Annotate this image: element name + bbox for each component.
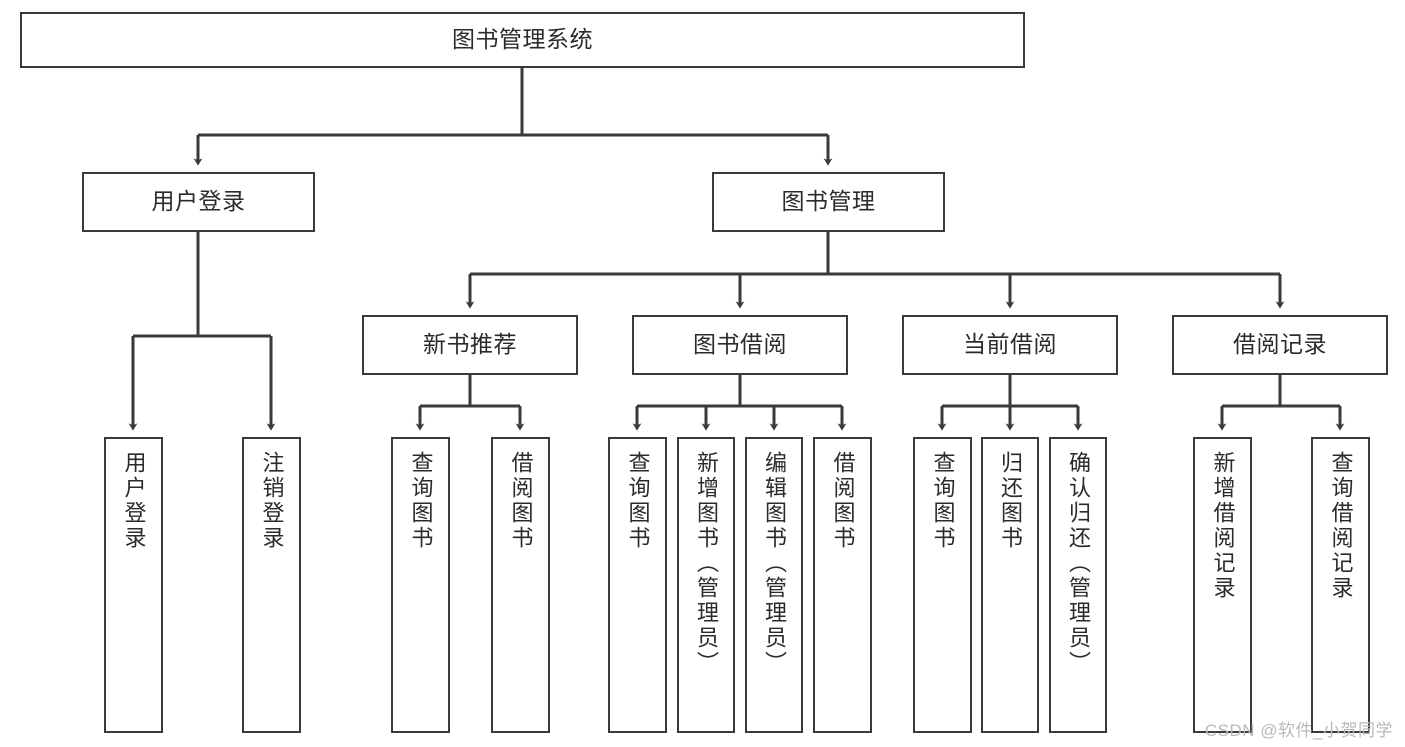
node-leaf-borrow-lend-book[interactable]: 借阅图书 (813, 437, 872, 733)
node-leaf-user-login-label: 用户登录 (121, 451, 147, 551)
node-new-book-recommend[interactable]: 新书推荐 (362, 315, 578, 375)
node-user-login[interactable]: 用户登录 (82, 172, 315, 232)
node-new-book-recommend-label: 新书推荐 (423, 331, 517, 358)
node-leaf-user-login[interactable]: 用户登录 (104, 437, 163, 733)
node-root-label: 图书管理系统 (452, 26, 593, 53)
node-leaf-current-return-book[interactable]: 归还图书 (981, 437, 1039, 733)
node-user-login-label: 用户登录 (151, 188, 246, 215)
node-book-borrow[interactable]: 图书借阅 (632, 315, 848, 375)
node-leaf-borrow-edit-book-label: 编辑图书（管理员） (762, 451, 787, 676)
node-leaf-record-add-label: 新增借阅记录 (1210, 451, 1236, 601)
node-leaf-recommend-query-book[interactable]: 查询图书 (391, 437, 450, 733)
node-leaf-borrow-query-book[interactable]: 查询图书 (608, 437, 667, 733)
node-leaf-borrow-add-book-label: 新增图书（管理员） (694, 451, 719, 676)
node-borrow-record-label: 借阅记录 (1233, 331, 1327, 358)
node-borrow-record[interactable]: 借阅记录 (1172, 315, 1388, 375)
node-leaf-record-search-label: 查询借阅记录 (1328, 451, 1354, 601)
node-leaf-current-return-book-label: 归还图书 (998, 451, 1023, 551)
node-leaf-borrow-edit-book[interactable]: 编辑图书（管理员） (745, 437, 803, 733)
node-leaf-record-add[interactable]: 新增借阅记录 (1193, 437, 1252, 733)
node-current-borrow-label: 当前借阅 (963, 331, 1057, 358)
node-leaf-current-query-book-label: 查询图书 (930, 451, 956, 551)
node-leaf-current-confirm-return[interactable]: 确认归还（管理员） (1049, 437, 1107, 733)
node-current-borrow[interactable]: 当前借阅 (902, 315, 1118, 375)
node-book-manage-label: 图书管理 (781, 188, 876, 215)
node-root[interactable]: 图书管理系统 (20, 12, 1025, 68)
node-book-manage[interactable]: 图书管理 (712, 172, 945, 232)
node-leaf-borrow-lend-book-label: 借阅图书 (830, 451, 856, 551)
node-leaf-recommend-query-book-label: 查询图书 (408, 451, 434, 551)
node-leaf-current-query-book[interactable]: 查询图书 (913, 437, 972, 733)
node-leaf-current-confirm-return-label: 确认归还（管理员） (1066, 451, 1091, 676)
node-leaf-user-logout[interactable]: 注销登录 (242, 437, 301, 733)
watermark: CSDN @软件_小贺同学 (1204, 721, 1393, 740)
node-leaf-user-logout-label: 注销登录 (259, 451, 285, 551)
node-leaf-borrow-add-book[interactable]: 新增图书（管理员） (677, 437, 735, 733)
node-leaf-recommend-borrow-book[interactable]: 借阅图书 (491, 437, 550, 733)
node-leaf-recommend-borrow-book-label: 借阅图书 (508, 451, 534, 551)
node-book-borrow-label: 图书借阅 (693, 331, 787, 358)
node-leaf-record-search[interactable]: 查询借阅记录 (1311, 437, 1370, 733)
node-leaf-borrow-query-book-label: 查询图书 (625, 451, 651, 551)
